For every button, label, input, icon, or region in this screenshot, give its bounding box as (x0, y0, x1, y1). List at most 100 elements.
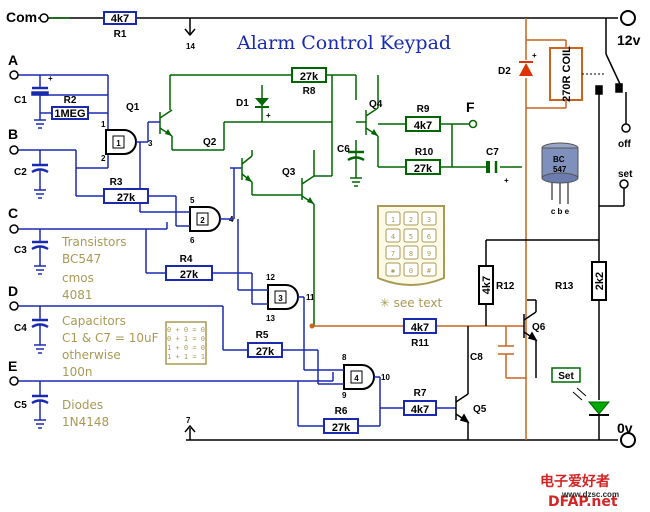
keypad-key (403, 228, 419, 243)
svg-text:R10: R10 (415, 147, 434, 158)
svg-text:Diodes: Diodes (62, 398, 103, 412)
output-f-label: F (466, 99, 475, 115)
keypad-key-label: 7 (391, 250, 395, 258)
svg-text:BC547: BC547 (62, 252, 101, 266)
resistor-r3: 27k R3 (103, 177, 149, 204)
resistor-r10: 27k R10 (405, 147, 441, 175)
svg-text:1: 1 (101, 120, 106, 129)
svg-text:4k7: 4k7 (111, 13, 129, 25)
input-terminals (9, 70, 19, 386)
svg-text:12: 12 (266, 273, 275, 282)
svg-text:+: + (504, 176, 509, 185)
c8-label: C8 (470, 352, 483, 363)
transistor-q6: Q6 (523, 299, 546, 378)
q2-label: Q2 (203, 137, 217, 148)
pin-numbers: 1 2 3 4 5 6 8 9 10 11 12 13 (101, 120, 390, 400)
svg-text:8: 8 (342, 353, 347, 362)
keypad-key (385, 262, 401, 277)
svg-text:3: 3 (278, 294, 283, 303)
supply-0v-label: 0v (617, 420, 633, 436)
svg-text:D2: D2 (498, 66, 511, 77)
svg-text:2: 2 (200, 216, 205, 225)
svg-text:Transistors: Transistors (61, 235, 127, 249)
svg-text:R7: R7 (414, 388, 427, 399)
svg-text:BC: BC (553, 155, 565, 164)
svg-text:c b e: c b e (551, 207, 570, 216)
svg-text:4k7: 4k7 (411, 322, 429, 334)
svg-text:D1: D1 (236, 98, 249, 109)
svg-text:9: 9 (342, 391, 347, 400)
switch-off-label: off (618, 139, 631, 150)
svg-text:R13: R13 (555, 281, 574, 292)
watermark: 电子爱好者 DFAP.net www.dzsc.com (540, 473, 619, 510)
resistor-r4: 27k R4 (165, 254, 213, 281)
svg-text:10: 10 (381, 373, 390, 382)
svg-text:3: 3 (148, 139, 153, 148)
keypad-key-label: # (427, 267, 432, 275)
c6-label: C6 (337, 144, 350, 155)
svg-text:DFAP.net: DFAP.net (548, 494, 618, 510)
svg-text:0 + 1 = 0: 0 + 1 = 0 (167, 335, 205, 343)
keypad-key (421, 211, 437, 226)
keypad-key (421, 262, 437, 277)
svg-text:27k: 27k (180, 269, 199, 281)
resistor-r8: 27k R8 (291, 67, 327, 97)
output-wiring (312, 18, 567, 440)
svg-text:+: + (48, 74, 53, 83)
q4-label: Q4 (369, 99, 383, 110)
keypad-key (403, 262, 419, 277)
capacitor-c7: C7 + (486, 147, 509, 185)
transistor-q5: Q5 (455, 326, 487, 440)
svg-text:R8: R8 (303, 86, 316, 97)
resistor-r12: 4k7 R12 (478, 239, 599, 326)
ground-terminal (620, 432, 636, 448)
svg-text:27k: 27k (332, 422, 351, 434)
supply-12v-label: 12v (617, 32, 641, 48)
c3-label: C3 (14, 245, 27, 256)
led-set-label: Set (558, 371, 574, 382)
svg-text:R2: R2 (64, 95, 77, 106)
svg-text:otherwise: otherwise (62, 348, 121, 362)
set-led: Set (551, 367, 611, 416)
keypad-key-label: 8 (409, 250, 413, 258)
svg-text:1 + 1 = 1: 1 + 1 = 1 (167, 353, 205, 361)
svg-text:1N4148: 1N4148 (62, 415, 109, 429)
keypad-key (421, 245, 437, 260)
relay-switch (595, 18, 631, 440)
switch-set-label: set (618, 169, 633, 180)
svg-text:11: 11 (306, 293, 315, 302)
keypad-key (403, 245, 419, 260)
svg-text:电子爱好者: 电子爱好者 (540, 473, 610, 490)
keypad-key (385, 211, 401, 226)
input-capacitors (31, 75, 49, 429)
input-lines (14, 74, 334, 382)
svg-text:27k: 27k (256, 346, 275, 358)
output-f-terminal (468, 119, 478, 129)
and-gate-1: 1 (105, 129, 137, 155)
c5-label: C5 (14, 400, 27, 411)
keypad-key (421, 228, 437, 243)
svg-text:R1: R1 (114, 29, 127, 40)
svg-text:4k7: 4k7 (414, 120, 432, 132)
svg-text:2: 2 (101, 154, 106, 163)
keypad-key-label: 5 (409, 233, 413, 241)
svg-text:C7: C7 (486, 147, 499, 158)
svg-text:Q6: Q6 (532, 322, 546, 333)
transistor-package: BC 547 c b e (541, 142, 579, 216)
and-gate-3: 3 (267, 284, 299, 310)
svg-text:R12: R12 (496, 281, 515, 292)
svg-text:6: 6 (190, 236, 195, 245)
svg-text:1MEG: 1MEG (54, 108, 85, 120)
svg-text:27k: 27k (300, 71, 319, 83)
svg-text:R5: R5 (256, 330, 269, 341)
see-text-note: ✳ see text (380, 296, 443, 310)
transistor-arrows (165, 129, 378, 204)
keypad-key-label: 6 (427, 233, 431, 241)
c2-label: C2 (14, 167, 27, 178)
keypad-key (403, 211, 419, 226)
pin-14: 14 (186, 42, 195, 51)
svg-text:cmos: cmos (62, 271, 94, 285)
input-b-label: B (8, 126, 18, 142)
